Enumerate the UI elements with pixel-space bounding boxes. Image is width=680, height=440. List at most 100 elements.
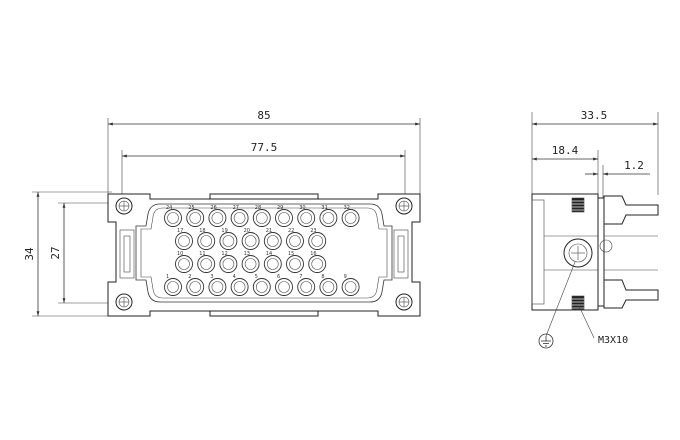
pin-contact — [286, 255, 304, 273]
corner-screw-top-left — [115, 197, 133, 215]
pin-contact-inner — [211, 281, 224, 293]
pin-number-label: 7 — [299, 274, 302, 280]
ground-leader-line — [545, 261, 576, 337]
pin-contact-inner — [266, 258, 279, 270]
insert-outline — [135, 203, 393, 303]
pin-contact-inner — [278, 281, 290, 293]
pin-number-label: 12 — [221, 251, 227, 257]
pin-contact — [197, 232, 216, 250]
pin-contact-inner — [344, 281, 357, 293]
pin-contact — [275, 278, 293, 296]
pin-contact-inner — [211, 212, 224, 224]
pin-contact-inner — [167, 281, 179, 293]
pin-contact — [186, 209, 205, 227]
pin-contact-inner — [300, 281, 313, 293]
ground-terminal — [563, 238, 613, 268]
pin-contact-inner — [311, 258, 324, 270]
pin-contact — [197, 255, 216, 273]
pin-contact-inner — [222, 258, 235, 270]
pin-number-label: 4 — [233, 274, 236, 280]
pin-number-label: 3 — [210, 274, 213, 280]
pin-contact — [297, 278, 316, 296]
pin-contact — [297, 209, 316, 227]
corner-screw-bottom-right — [395, 293, 413, 311]
pin-contact-inner — [278, 212, 290, 224]
dimension-34-label: 34 — [23, 247, 36, 261]
pin-contact — [341, 278, 360, 296]
pin-contact-inner — [233, 212, 246, 224]
dimension-85-label: 85 — [257, 109, 270, 122]
pin-contact — [319, 209, 338, 227]
pin-number-label: 27 — [233, 205, 239, 211]
pin-number-label: 8 — [321, 274, 324, 280]
pin-contact — [308, 255, 327, 273]
pin-number-label: 14 — [266, 251, 272, 257]
top-ridge — [209, 193, 319, 200]
pin-contact — [308, 232, 327, 250]
pin-contact — [230, 278, 249, 296]
dimension-77-5-label: 77.5 — [251, 141, 278, 154]
pin-contact — [219, 255, 238, 273]
pin-contact-inner — [289, 235, 301, 247]
pin-contact-inner — [189, 212, 201, 224]
pin-number-label: 30 — [299, 205, 305, 211]
side-face-plate — [531, 199, 545, 305]
pin-contact-inner — [200, 235, 212, 247]
pin-contact-inner — [322, 281, 335, 293]
pin-number-label: 22 — [288, 228, 294, 234]
pin-number-label: 29 — [277, 205, 283, 211]
pin-contact — [230, 209, 249, 227]
pin-number-label: 10 — [177, 251, 183, 257]
dimension-1-2-label: 1.2 — [624, 159, 644, 172]
pin-contact — [208, 278, 227, 296]
screw-leader-line — [578, 305, 595, 339]
pin-contact-inner — [289, 258, 301, 270]
pin-contact-inner — [178, 258, 190, 270]
side-view: 33.5 18.4 1.2 — [531, 109, 659, 349]
pin-contact-inner — [255, 281, 268, 293]
pin-contact — [219, 232, 238, 250]
pin-number-label: 20 — [244, 228, 250, 234]
pin-contact-inner — [200, 258, 212, 270]
pin-number-label: 19 — [221, 228, 227, 234]
rear-mount-bottom — [603, 279, 659, 309]
rear-flange — [597, 197, 605, 307]
pin-number-label: 32 — [344, 205, 350, 211]
pin-contact — [341, 209, 360, 227]
screw-bottom — [571, 295, 585, 311]
front-view: 85 77.5 34 27 — [23, 109, 421, 317]
left-latch — [119, 229, 135, 279]
dimension-27-label: 27 — [49, 246, 62, 259]
pin-contact — [208, 209, 227, 227]
pin-number-label: 23 — [310, 228, 316, 234]
bottom-ridge — [209, 310, 319, 317]
left-latch-slot — [123, 235, 131, 273]
pin-contact — [241, 232, 260, 250]
corner-screw-bottom-left — [115, 293, 133, 311]
screw-callout-label: M3X10 — [598, 335, 628, 346]
pin-number-label: 24 — [166, 205, 172, 211]
pin-number-label: 25 — [188, 205, 194, 211]
pin-contact — [275, 209, 293, 227]
pin-number-label: 15 — [288, 251, 294, 257]
pin-number-label: 6 — [277, 274, 280, 280]
right-latch — [393, 229, 409, 279]
pin-number-label: 1 — [166, 274, 169, 280]
pin-contact-inner — [255, 212, 268, 224]
pin-number-label: 28 — [255, 205, 261, 211]
pin-contact — [164, 209, 182, 227]
pin-contact — [175, 232, 193, 250]
pin-contact-inner — [244, 258, 257, 270]
pin-contact — [319, 278, 338, 296]
pin-contact-inner — [300, 212, 313, 224]
pin-contact — [252, 278, 271, 296]
pin-contact-inner — [322, 212, 335, 224]
pin-number-label: 2 — [188, 274, 191, 280]
pin-number-label: 5 — [255, 274, 258, 280]
ground-symbol-icon — [538, 333, 554, 349]
pin-contact-inner — [178, 235, 190, 247]
pin-number-label: 16 — [310, 251, 316, 257]
pin-contact-inner — [222, 235, 235, 247]
